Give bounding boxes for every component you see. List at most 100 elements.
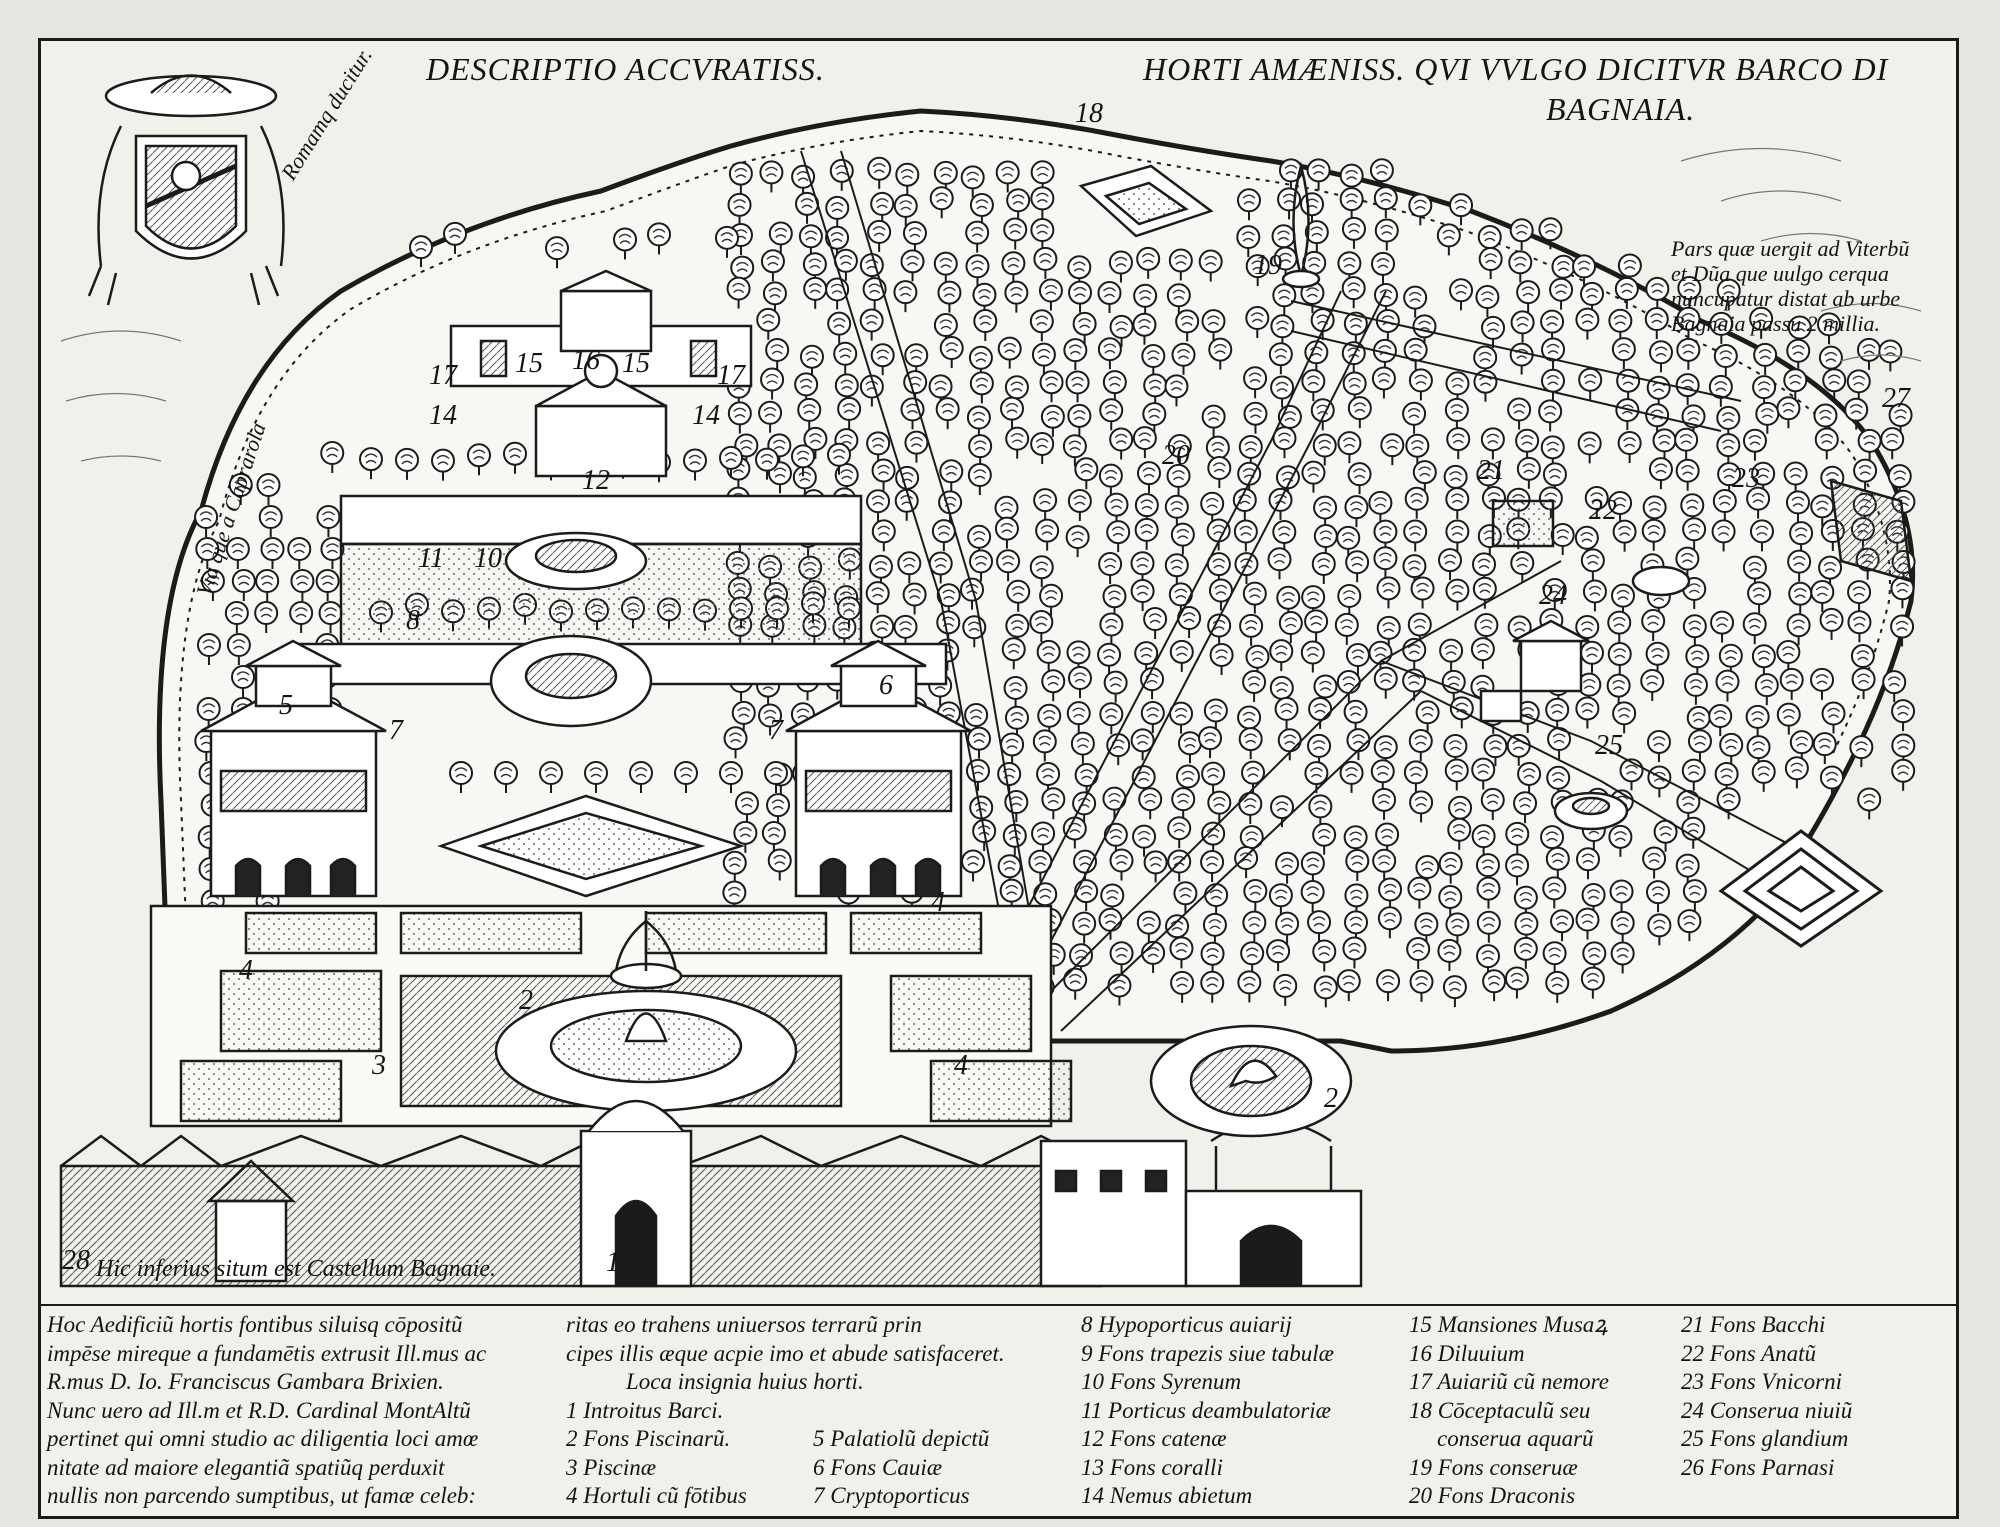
legend-item: 1 Introitus Barci. — [566, 1397, 724, 1423]
legend-item: 5 Palatiolũ depictũ — [813, 1426, 990, 1451]
legend-item: 13 Fons coralli — [1081, 1454, 1223, 1480]
legend-line: R.mus D. Io. Franciscus Gambara Brixien. — [47, 1369, 444, 1394]
legend-item: 3 Piscinæ — [566, 1454, 657, 1480]
legend-item: 16 Diluuium — [1409, 1340, 1525, 1366]
viterbo-note-line: nuncupatur distat ab urbe — [1671, 286, 1901, 311]
cardinal-coat-of-arms — [87, 74, 285, 306]
map-number: 16 — [572, 345, 600, 376]
castellum-note: Hic inferius situm est Castellum Bagnaie… — [96, 1256, 496, 1282]
tree-icon — [1882, 670, 1907, 704]
legend-line: pertinet qui omni studio ac diligentia l… — [47, 1426, 479, 1451]
legend-item: 12 Fons catenæ — [1081, 1426, 1227, 1451]
map-number: 1 — [606, 1247, 620, 1278]
map-number: 4 — [239, 955, 253, 986]
parnassus-fountain — [1149, 1024, 1353, 1138]
map-number: 15 — [622, 348, 650, 379]
map-number: 19 — [1254, 250, 1282, 281]
legend-item: 10 Fons Syrenum — [1081, 1369, 1242, 1394]
map-number: 22 — [1589, 495, 1617, 526]
map-number: 28 — [62, 1245, 90, 1276]
map-number: 4 — [954, 1050, 968, 1081]
map-number: 18 — [1075, 98, 1103, 129]
legend-item: 9 Fons trapezis siue tabulæ — [1081, 1340, 1335, 1366]
viterbo-note-line: Bagnaia passu 2 millia. — [1671, 311, 1881, 336]
legend-line: cipes illis æque acpie imo et abude sati… — [566, 1340, 1005, 1366]
legend-item: 25 Fons glandium — [1681, 1426, 1849, 1451]
legend-column-4: 8 Hypoporticus auiarij 9 Fons trapezis s… — [1081, 1311, 1334, 1511]
sky-hatching — [60, 147, 1922, 462]
legend-item: 6 Fons Cauiæ — [813, 1454, 943, 1480]
map-number: 24 — [1539, 580, 1567, 611]
map-number: 20 — [1162, 440, 1190, 471]
map-number: 12 — [582, 465, 610, 496]
map-number: 2 — [519, 985, 533, 1016]
tree-icon — [1891, 699, 1916, 733]
woodland-pavilions — [1479, 479, 1913, 831]
conserva-aquarum — [1078, 161, 1321, 289]
viterbo-note-line: Pars quæ uergit ad Viterbũ — [1671, 236, 1910, 261]
legend-line: Nunc uero ad Ill.m et R.D. Cardinal Mont… — [47, 1397, 471, 1423]
woodland-avenues — [800, 150, 1822, 1032]
viterbo-note-line: et Dũa que uulgo cerqua — [1671, 261, 1889, 286]
legend-item: conserua aquarũ — [1437, 1426, 1594, 1451]
legend-item: 17 Auiariũ cũ nemore — [1409, 1369, 1609, 1394]
legend-line: nitate ad maiore elegantiã spatiũq perdu… — [47, 1454, 445, 1480]
legend-intro: Hoc Aedificiũ hortis fontibus siluisq cō… — [47, 1311, 486, 1511]
map-number: 21 — [1477, 455, 1505, 486]
tree-icon — [1857, 337, 1882, 371]
map-number: 17 — [429, 360, 457, 391]
legend-line: impēse mireque a fundamētis extrusit Ill… — [47, 1340, 487, 1366]
fountain-parterre — [149, 904, 1073, 1128]
legend-item: 20 Fons Draconis — [1409, 1483, 1576, 1508]
upper-terrace — [294, 494, 948, 728]
legend-item: 15 Mansiones Musaꝝ — [1409, 1312, 1608, 1337]
legend-line: Hoc Aedificiũ hortis fontibus siluisq cō… — [47, 1312, 463, 1337]
labyrinth — [1718, 829, 1884, 948]
tree-icon — [1846, 369, 1871, 403]
legend-item: 24 Conserua niuiũ — [1681, 1397, 1853, 1423]
map-number: 7 — [389, 715, 403, 746]
legend-item: 22 Fons Anatũ — [1681, 1340, 1817, 1366]
legend-item: 4 Hortuli cũ fōtibus — [566, 1483, 747, 1508]
map-number: 14 — [429, 400, 457, 431]
castle-wall — [59, 1099, 1363, 1288]
legend-item: 19 Fons conseruæ — [1409, 1454, 1578, 1480]
diamond-parterre — [437, 794, 746, 898]
map-number: 14 — [692, 400, 720, 431]
map-number: 6 — [879, 670, 893, 701]
legend-column-3: 5 Palatiolũ depictũ 6 Fons Cauiæ 7 Crypt… — [813, 1425, 1015, 1517]
legend-item: 26 Fons Parnasi — [1681, 1454, 1835, 1480]
map-number: 10 — [474, 543, 502, 574]
map-number: 15 — [515, 348, 543, 379]
mansiones-musarum — [449, 269, 753, 478]
map-number: 4 — [931, 887, 945, 918]
map-title-right-line2: BAGNAIA. — [1546, 91, 1696, 127]
palazzina-left — [200, 639, 387, 898]
legend-item: 23 Fons Vnicorni — [1681, 1369, 1842, 1394]
map-number: 25 — [1595, 730, 1623, 761]
legend-divider — [41, 1304, 1956, 1306]
legend-heading: Loca insignia huius horti. — [626, 1369, 864, 1394]
map-number: 8 — [406, 605, 420, 636]
map-title-right: HORTI AMÆNISS. QVI VVLGO DICITVR BARCO D… — [1143, 51, 1889, 87]
tree-icon — [1849, 735, 1874, 769]
map-number: 23 — [1732, 463, 1760, 494]
palazzina-right — [785, 639, 972, 898]
map-number: 7 — [769, 715, 783, 746]
tree-icon — [1891, 758, 1916, 792]
legend-item: 11 Porticus deambulatoriæ — [1081, 1397, 1332, 1423]
viterbo-note: Pars quæ uergit ad Viterbũ et Dũa que uu… — [1671, 236, 1909, 336]
garden-map — [59, 74, 1922, 1288]
legend-column-5: 15 Mansiones Musaꝝ 16 Diluuium 17 Auiari… — [1409, 1311, 1609, 1511]
legend-item: 2 Fons Piscinarũ. — [566, 1426, 731, 1451]
map-number: 11 — [418, 543, 444, 574]
legend-item: 8 Hypoporticus auiarij — [1081, 1312, 1292, 1337]
legend-column-2: ritas eo trahens uniuersos terrarũ prin … — [566, 1311, 1005, 1511]
map-number: 3 — [372, 1050, 386, 1081]
legend-item: Veneris et Neptuni. — [813, 1511, 1015, 1517]
legend-item: 7 Cryptoporticus — [813, 1483, 970, 1508]
legend-item: 14 Nemus abietum — [1081, 1483, 1253, 1508]
tree-icon — [1857, 787, 1882, 821]
tree-icon — [1880, 427, 1905, 461]
legend-item: 21 Fons Bacchi — [1681, 1312, 1826, 1337]
